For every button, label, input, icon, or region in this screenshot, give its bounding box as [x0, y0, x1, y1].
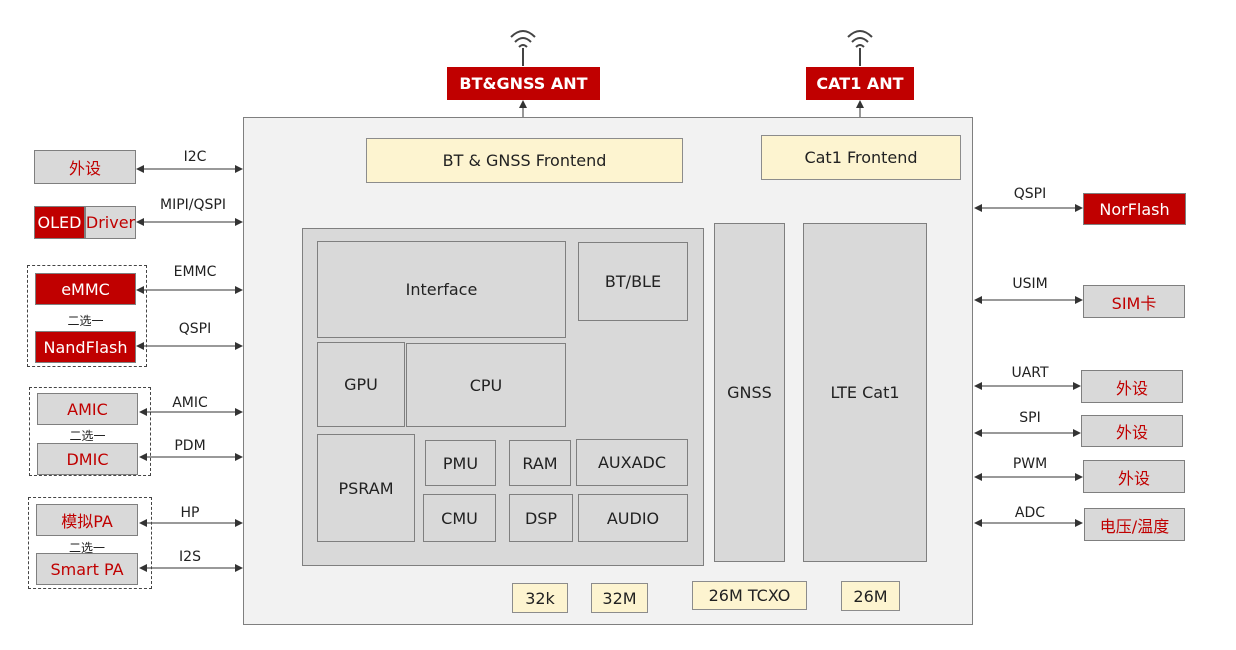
- ram-block: RAM: [509, 440, 571, 486]
- cmu-block: CMU: [423, 494, 496, 542]
- antenna-icon: [510, 30, 536, 66]
- sim-card-box: SIM卡: [1083, 285, 1185, 318]
- storage-group: [27, 265, 147, 367]
- qspi-left-label: QSPI: [178, 321, 212, 337]
- auxadc-block: AUXADC: [576, 439, 688, 486]
- interface-block: Interface: [317, 241, 566, 338]
- spi-label: SPI: [1019, 410, 1041, 426]
- oled-label: OLED: [34, 206, 85, 239]
- bt-gnss-antenna: BT&GNSS ANT: [447, 67, 600, 100]
- gnss-block: GNSS: [714, 223, 785, 562]
- uart-label: UART: [1011, 365, 1049, 381]
- amic-box: AMIC: [37, 393, 138, 425]
- audio-block: AUDIO: [578, 494, 688, 542]
- i2c-label: I2C: [183, 149, 207, 165]
- usim-label: USIM: [1012, 276, 1048, 292]
- clock-26m-tcxo: 26M TCXO: [692, 581, 807, 610]
- i2s-signal-label: I2S: [179, 549, 201, 565]
- clock-32k: 32k: [512, 583, 568, 613]
- mic-group: [29, 387, 151, 476]
- peripheral-uart-box: 外设: [1081, 370, 1183, 403]
- psram-block: PSRAM: [317, 434, 415, 542]
- peripheral-pwm-box: 外设: [1083, 460, 1185, 493]
- cat1-frontend: Cat1 Frontend: [761, 135, 961, 180]
- choose-one-storage: 二选一: [67, 314, 104, 328]
- pa-group: [28, 497, 152, 589]
- clock-26m: 26M: [841, 581, 900, 611]
- antenna-icon: [847, 30, 873, 66]
- norflash-box: NorFlash: [1083, 193, 1186, 225]
- pmu-block: PMU: [425, 440, 496, 486]
- bt-gnss-frontend: BT & GNSS Frontend: [366, 138, 683, 183]
- adc-label: ADC: [1014, 505, 1046, 521]
- nandflash-box: NandFlash: [35, 331, 136, 363]
- bt-ble-block: BT/BLE: [578, 242, 688, 321]
- cpu-block: CPU: [406, 343, 566, 427]
- gpu-block: GPU: [317, 342, 405, 427]
- peripheral-i2c: 外设: [34, 150, 136, 184]
- hp-signal-label: HP: [180, 505, 200, 521]
- lte-cat1-block: LTE Cat1: [803, 223, 927, 562]
- driver-label: Driver: [85, 206, 136, 239]
- pwm-label: PWM: [1012, 456, 1048, 472]
- dmic-box: DMIC: [37, 443, 138, 475]
- dsp-block: DSP: [509, 494, 573, 542]
- cat1-antenna: CAT1 ANT: [806, 67, 914, 100]
- voltage-temp-box: 电压/温度: [1084, 508, 1185, 541]
- mipi-qspi-label: MIPI/QSPI: [160, 197, 226, 213]
- amic-signal-label: AMIC: [172, 395, 208, 411]
- clock-32m: 32M: [591, 583, 648, 613]
- peripheral-spi-box: 外设: [1081, 415, 1183, 447]
- pdm-signal-label: PDM: [174, 438, 206, 454]
- choose-one-mic: 二选一: [69, 429, 106, 443]
- emmc-box: eMMC: [35, 273, 136, 305]
- qspi-right-label: QSPI: [1013, 186, 1047, 202]
- emmc-signal-label: EMMC: [173, 264, 217, 280]
- smart-pa-box: Smart PA: [36, 553, 138, 585]
- choose-one-pa: 二选一: [68, 541, 105, 555]
- analog-pa-box: 模拟PA: [36, 504, 138, 536]
